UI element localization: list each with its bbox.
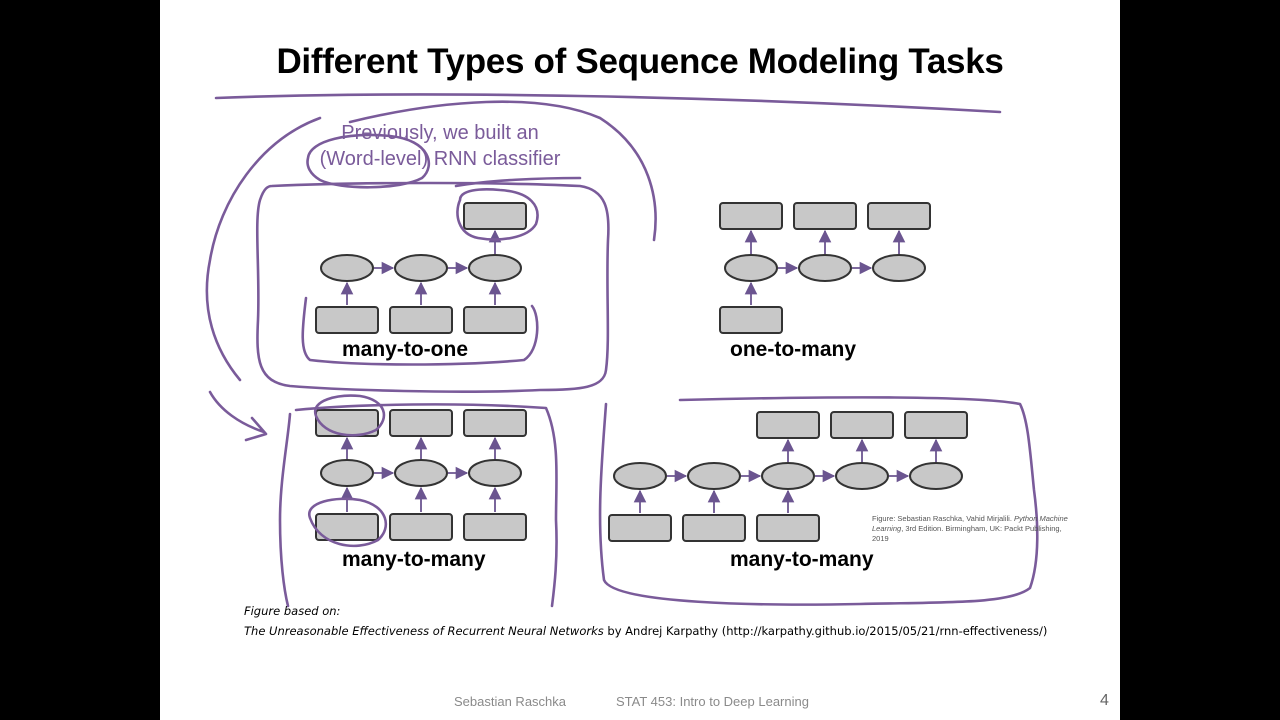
annotation-note: Previously, we built an (Word-level) RNN… bbox=[280, 120, 600, 172]
footer-author: Sebastian Raschka bbox=[454, 694, 567, 709]
arrows bbox=[744, 229, 906, 305]
label-many-to-one: many-to-one bbox=[342, 338, 468, 361]
output-box bbox=[389, 409, 453, 437]
diagram-canvas bbox=[205, 93, 1039, 608]
input-box bbox=[315, 513, 379, 541]
input-box bbox=[463, 306, 527, 334]
title-underline bbox=[214, 93, 1002, 114]
slide-title: Different Types of Sequence Modeling Tas… bbox=[276, 42, 1004, 81]
input-box bbox=[389, 306, 453, 334]
footer-course: STAT 453: Intro to Deep Learning bbox=[616, 694, 809, 709]
label-one-to-many: one-to-many bbox=[730, 338, 856, 361]
label-many-to-many-sync: many-to-many bbox=[342, 548, 486, 571]
input-box bbox=[463, 513, 527, 541]
right-frame bbox=[598, 396, 1039, 606]
ink-annotations bbox=[205, 93, 1039, 608]
hidden-node bbox=[872, 254, 926, 282]
hidden-node bbox=[724, 254, 778, 282]
hidden-node bbox=[468, 254, 522, 282]
output-box bbox=[756, 411, 820, 439]
many-to-one-diagram bbox=[315, 202, 527, 334]
hidden-node bbox=[468, 459, 522, 487]
figure-credit: Figure: Sebastian Raschka, Vahid Mirjali… bbox=[872, 514, 1072, 544]
reference-line: The Unreasonable Effectiveness of Recurr… bbox=[244, 624, 1047, 638]
arrows bbox=[633, 438, 943, 513]
page-number: 4 bbox=[1100, 692, 1109, 709]
input-box bbox=[389, 513, 453, 541]
credit-book-title: Python Machine Learning bbox=[872, 514, 1068, 533]
word-level-circle bbox=[306, 133, 431, 189]
hidden-node bbox=[687, 462, 741, 490]
output-box bbox=[830, 411, 894, 439]
output-top-circle bbox=[313, 394, 386, 437]
one-to-many-diagram bbox=[719, 202, 931, 334]
annotation-line-1: Previously, we built an bbox=[341, 122, 539, 144]
input-bottom-circle bbox=[308, 497, 388, 548]
output-box bbox=[463, 409, 527, 437]
hidden-node bbox=[909, 462, 963, 490]
hidden-node bbox=[835, 462, 889, 490]
based-on-text: Figure based on: bbox=[244, 604, 341, 618]
annotation-line-2: (Word-level) RNN classifier bbox=[319, 148, 561, 170]
hidden-node bbox=[798, 254, 852, 282]
figure-based-on-label: Figure based on: bbox=[244, 604, 340, 618]
hidden-node bbox=[394, 254, 448, 282]
input-box bbox=[315, 306, 379, 334]
input-box bbox=[719, 306, 783, 334]
hidden-node bbox=[394, 459, 448, 487]
hidden-node bbox=[761, 462, 815, 490]
inputs-underline bbox=[301, 296, 539, 366]
left-arrow bbox=[208, 390, 268, 442]
reference-article-title: The Unreasonable Effectiveness of Recurr… bbox=[244, 624, 604, 638]
output-box bbox=[719, 202, 783, 230]
input-box bbox=[682, 514, 746, 542]
arrows bbox=[340, 436, 502, 512]
reference-url[interactable]: http://karpathy.github.io/2015/05/21/rnn… bbox=[726, 624, 1043, 638]
output-circle bbox=[456, 188, 539, 241]
output-box bbox=[793, 202, 857, 230]
big-swirl bbox=[205, 100, 657, 382]
hidden-node bbox=[613, 462, 667, 490]
many-to-one-frame bbox=[255, 181, 610, 393]
hidden-node bbox=[320, 459, 374, 487]
many-to-many-frame bbox=[278, 403, 558, 608]
input-box bbox=[756, 514, 820, 542]
label-many-to-many-delayed: many-to-many bbox=[730, 548, 874, 571]
output-box bbox=[463, 202, 527, 230]
many-to-many-delayed-diagram bbox=[608, 411, 968, 542]
output-box bbox=[867, 202, 931, 230]
output-box bbox=[904, 411, 968, 439]
reference-close-paren: ) bbox=[1042, 624, 1048, 638]
credit-text-2: , 3rd Edition. Birmingham, UK: Packt Pub… bbox=[872, 524, 1062, 543]
reference-author: by Andrej Karpathy ( bbox=[603, 624, 727, 638]
hidden-node bbox=[320, 254, 374, 282]
many-to-many-sync-diagram bbox=[315, 409, 527, 541]
slide: Different Types of Sequence Modeling Tas… bbox=[160, 0, 1120, 720]
arrows bbox=[340, 229, 502, 305]
input-box bbox=[608, 514, 672, 542]
credit-text: Figure: Sebastian Raschka, Vahid Mirjali… bbox=[872, 514, 1015, 523]
